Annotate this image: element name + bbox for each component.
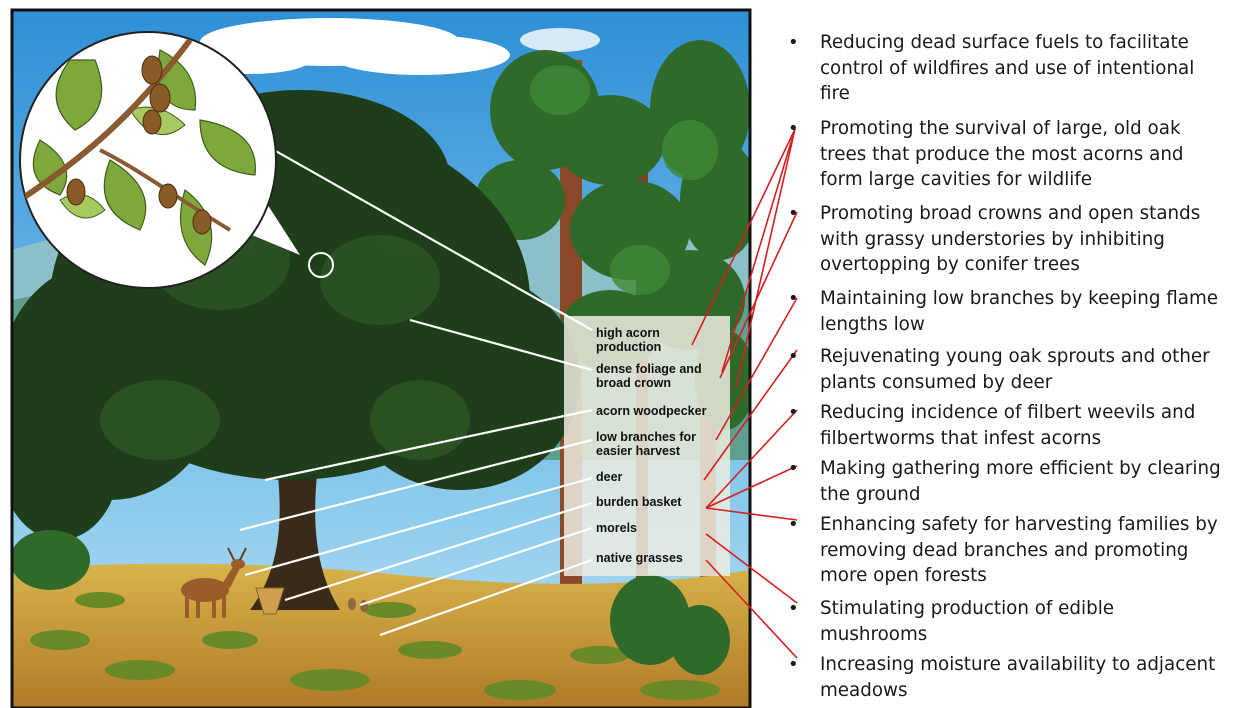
label-burden-basket: burden basket (596, 495, 681, 509)
list-item: •Reducing dead surface fuels to facilita… (788, 30, 1220, 107)
bullet-icon: • (788, 344, 799, 370)
label-dense-foliage: dense foliage and broad crown (596, 362, 702, 390)
list-item: •Maintaining low branches by keeping fla… (788, 286, 1240, 337)
list-item: •Reducing incidence of filbert weevils a… (788, 400, 1220, 451)
label-low-branches: low branches for easier harvest (596, 430, 696, 458)
list-item: •Stimulating production of edible mushro… (788, 596, 1220, 647)
list-item: •Increasing moisture availability to adj… (788, 652, 1240, 703)
list-item: •Making gathering more efficient by clea… (788, 456, 1240, 507)
label-morels: morels (596, 521, 637, 535)
label-high-acorn-production: high acorn production (596, 326, 661, 354)
bullet-icon: • (788, 596, 799, 622)
bullet-icon: • (788, 652, 799, 678)
label-deer: deer (596, 470, 622, 484)
list-item: •Rejuvenating young oak sprouts and othe… (788, 344, 1230, 395)
label-native-grasses: native grasses (596, 551, 683, 565)
bullet-icon: • (788, 512, 799, 538)
bullet-icon: • (788, 116, 799, 142)
bullet-icon: • (788, 286, 799, 312)
label-acorn-woodpecker: acorn woodpecker (596, 404, 706, 418)
bullet-icon: • (788, 456, 799, 482)
bullet-icon: • (788, 30, 799, 56)
bullet-icon: • (788, 400, 799, 426)
list-item: •Promoting broad crowns and open stands … (788, 201, 1230, 278)
acorn-inset (20, 32, 276, 288)
bullet-icon: • (788, 201, 799, 227)
list-item: •Promoting the survival of large, old oa… (788, 116, 1220, 193)
list-item: •Enhancing safety for harvesting familie… (788, 512, 1230, 589)
